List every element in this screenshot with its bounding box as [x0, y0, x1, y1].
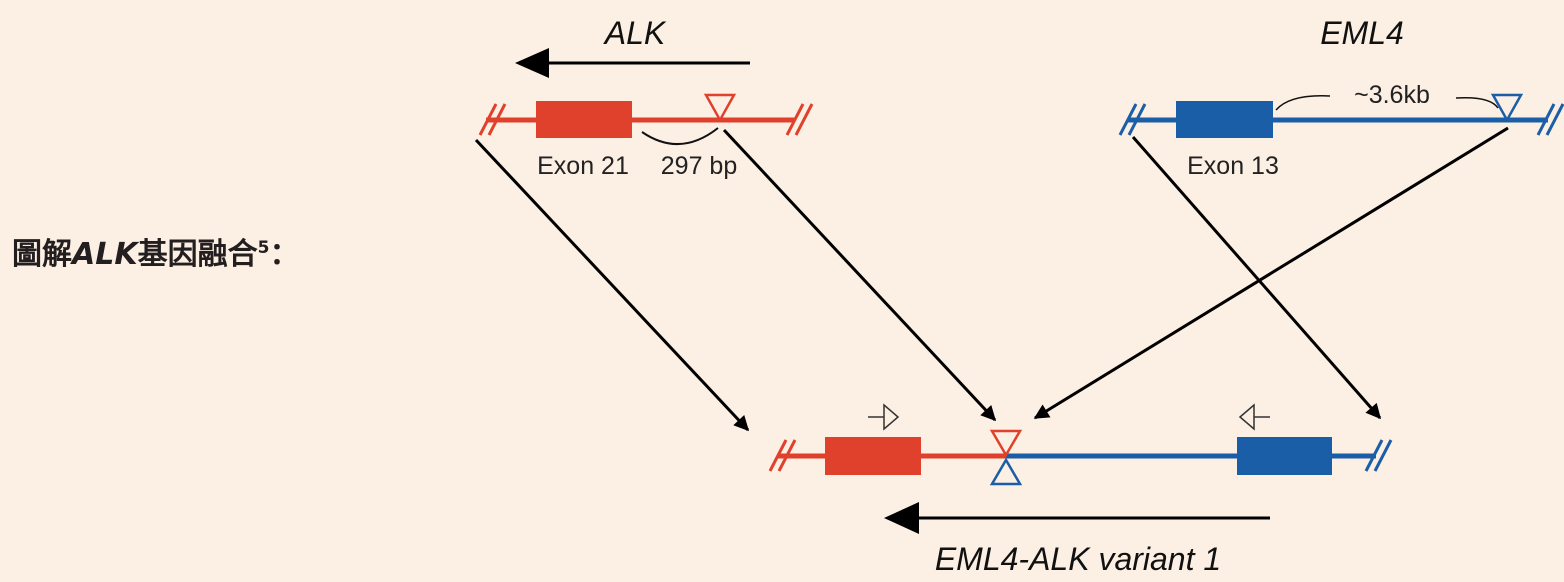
eml4-distance-label: ~3.6kb — [1354, 81, 1430, 109]
alk-direction-arrow — [515, 48, 750, 78]
alk-distance-label: 297 bp — [661, 152, 737, 180]
caption-colon: ： — [269, 237, 300, 272]
figure-caption: 圖解ALK基因融合5： — [12, 222, 299, 281]
fusion-label: EML4-ALK variant 1 — [935, 541, 1221, 577]
fusion-direction-arrow — [884, 502, 1270, 534]
alk-gene-label: ALK — [603, 15, 667, 51]
reverse-primer-icon — [1238, 403, 1270, 431]
arrow-alk-left-to-fusion — [474, 138, 750, 432]
eml4-gene-label: EML4 — [1320, 15, 1404, 51]
caption-suffix: 基因融合 — [137, 237, 258, 272]
alk-exon-21-box — [536, 101, 632, 138]
alk-exon-label: Exon 21 — [537, 152, 629, 180]
eml4-exon-13-box — [1176, 101, 1273, 138]
caption-gene: ALK — [72, 237, 138, 272]
caption-prefix: 圖解 — [12, 237, 72, 272]
fusion-eml4-breakpoint — [989, 457, 1023, 486]
arrow-alk-break-to-fusion — [722, 128, 997, 422]
arrow-eml4-left-to-fusion — [1131, 136, 1382, 420]
fusion-alk-breakpoint — [989, 429, 1023, 458]
fusion-eml4-exon-box — [1237, 437, 1332, 475]
alk-distance-brace — [641, 127, 719, 145]
eml4-distance-arc-left — [1275, 95, 1331, 111]
alk-gene-strand — [478, 103, 814, 136]
arrow-eml4-break-to-fusion — [1033, 126, 1509, 420]
caption-reference: 5 — [257, 238, 270, 258]
eml4-distance-arc-right — [1455, 96, 1499, 109]
eml4-exon-label: Exon 13 — [1187, 152, 1279, 180]
eml4-breakpoint-marker — [1490, 93, 1524, 123]
fusion-alk-exon-box — [825, 437, 921, 475]
fusion-strand-eml4-part — [1006, 439, 1393, 472]
alk-breakpoint-marker — [703, 93, 737, 123]
forward-primer-icon — [868, 403, 900, 431]
